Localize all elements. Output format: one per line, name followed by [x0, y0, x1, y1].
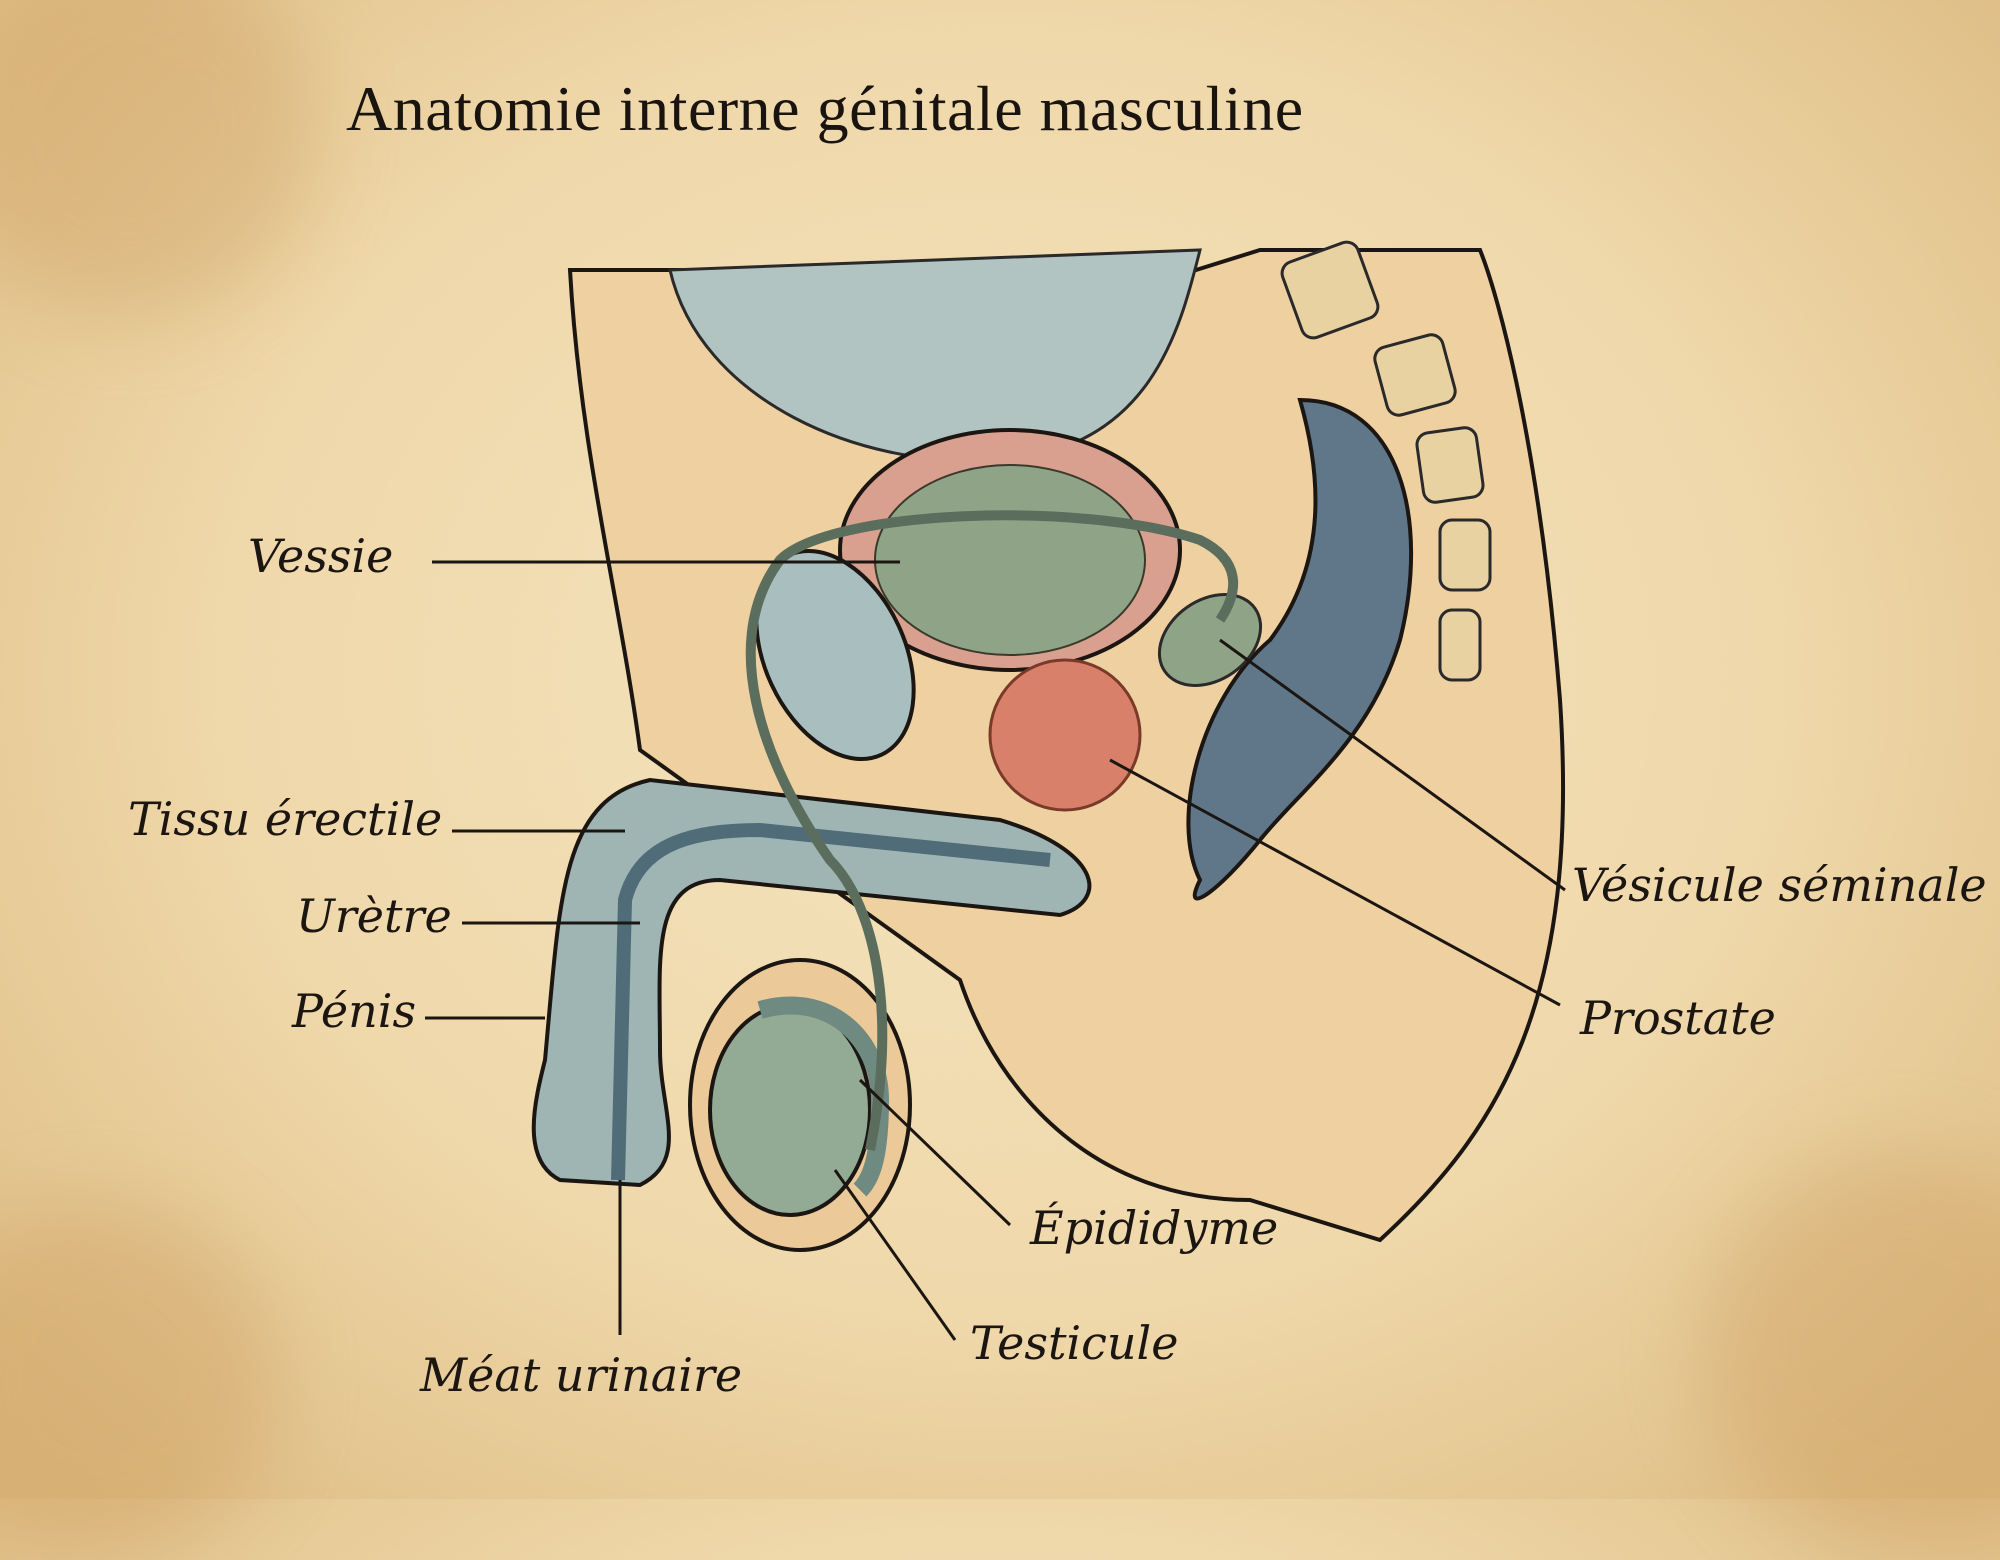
- vas-deferens: [745, 510, 1238, 1151]
- diagram-title: Anatomie interne génitale masculine: [346, 73, 1304, 144]
- label-uretre: Urètre: [296, 889, 452, 943]
- label-penis: Pénis: [292, 984, 417, 1038]
- label-prostate: Prostate: [1580, 991, 1776, 1045]
- label-epididyme: Épididyme: [1030, 1201, 1279, 1255]
- label-vessie: Vessie: [248, 529, 394, 583]
- paper-stain: [1700, 1150, 2000, 1550]
- penis-shaft: [531, 777, 1092, 1188]
- bladder: [874, 464, 1146, 656]
- label-testicule: Testicule: [970, 1316, 1179, 1370]
- anatomy-illustration: [425, 240, 1566, 1341]
- label-meat-urinaire: Méat urinaire: [420, 1348, 743, 1402]
- leader-lines: [425, 560, 1566, 1341]
- spine: [1280, 240, 1492, 682]
- prostate-organ: [988, 658, 1142, 812]
- seminal-vesicle: [1157, 593, 1263, 687]
- rectum: [1186, 397, 1414, 901]
- urethra: [611, 822, 1051, 1181]
- label-vesicule-seminale: Vésicule séminale: [1572, 858, 1987, 912]
- label-tissu-erectile: Tissu érectile: [128, 792, 443, 846]
